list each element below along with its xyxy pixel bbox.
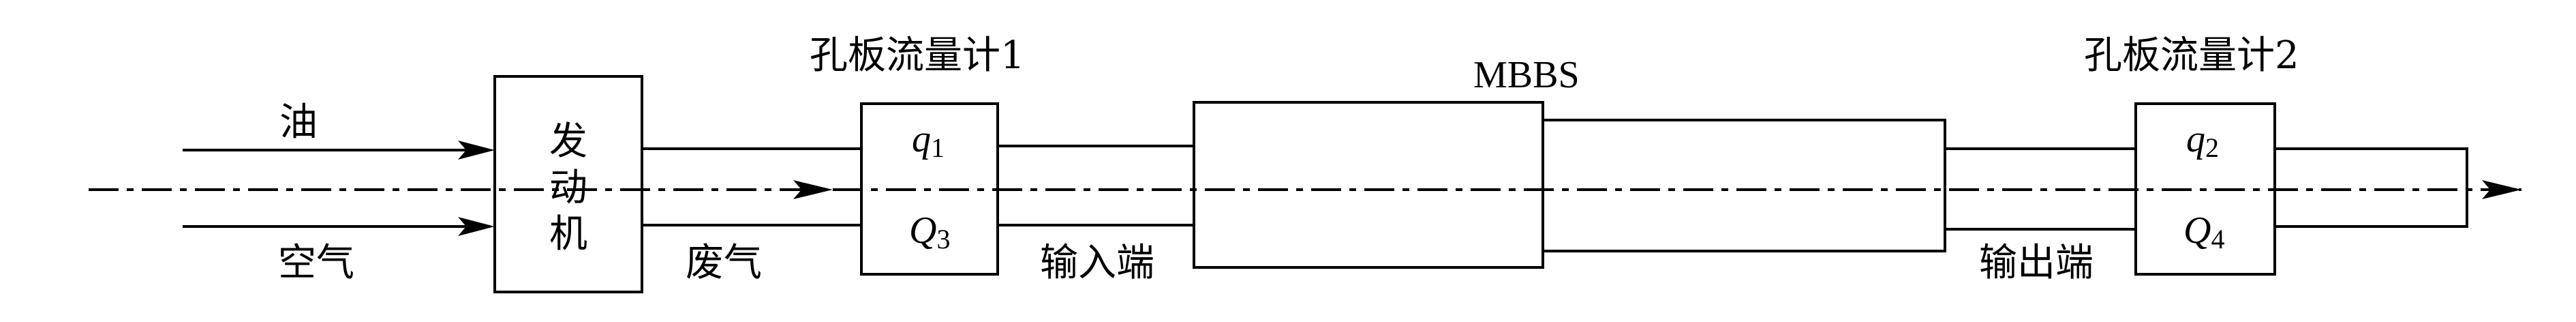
engine-label-line3: 机 xyxy=(549,212,587,257)
flowmeter1-title: 孔板流量计1 xyxy=(810,33,1025,78)
centerline-arrowhead xyxy=(2482,180,2521,199)
mbbs-input-section xyxy=(1193,101,1544,269)
mbbs-title: MBBS xyxy=(1473,54,1580,96)
q2-label: q2 xyxy=(2186,118,2219,163)
engine-label-line2: 动 xyxy=(549,166,587,210)
outlet-pipe xyxy=(2273,147,2468,228)
q1-label: q1 xyxy=(912,118,945,163)
output-end-label: 输出端 xyxy=(1979,241,2094,285)
q1-subscript: 1 xyxy=(931,132,945,163)
engine-box xyxy=(493,75,643,293)
q2-subscript: 2 xyxy=(2205,132,2219,163)
exhaust-label: 废气 xyxy=(686,241,762,285)
flowmeter2-title: 孔板流量计2 xyxy=(2084,33,2299,78)
q1-variable: q xyxy=(912,118,931,160)
q2-variable: q xyxy=(2186,118,2205,160)
air-label: 空气 xyxy=(278,241,354,285)
Q4-subscript: 4 xyxy=(2211,224,2224,254)
air-arrowhead xyxy=(458,217,495,236)
mbbs-output-section xyxy=(1542,119,1946,252)
Q3-variable: Q xyxy=(909,209,936,252)
Q4-variable: Q xyxy=(2183,209,2211,252)
oil-label: 油 xyxy=(279,100,318,145)
engine-label-line1: 发 xyxy=(549,119,587,164)
exhaust-arrowhead xyxy=(793,180,833,199)
flowmeter1-box xyxy=(860,102,999,276)
oil-arrowhead xyxy=(458,141,495,160)
Q3-subscript: 3 xyxy=(936,224,950,254)
Q4-label: Q4 xyxy=(2183,209,2224,254)
input-end-label: 输入端 xyxy=(1040,241,1154,285)
Q3-label: Q3 xyxy=(909,209,950,254)
